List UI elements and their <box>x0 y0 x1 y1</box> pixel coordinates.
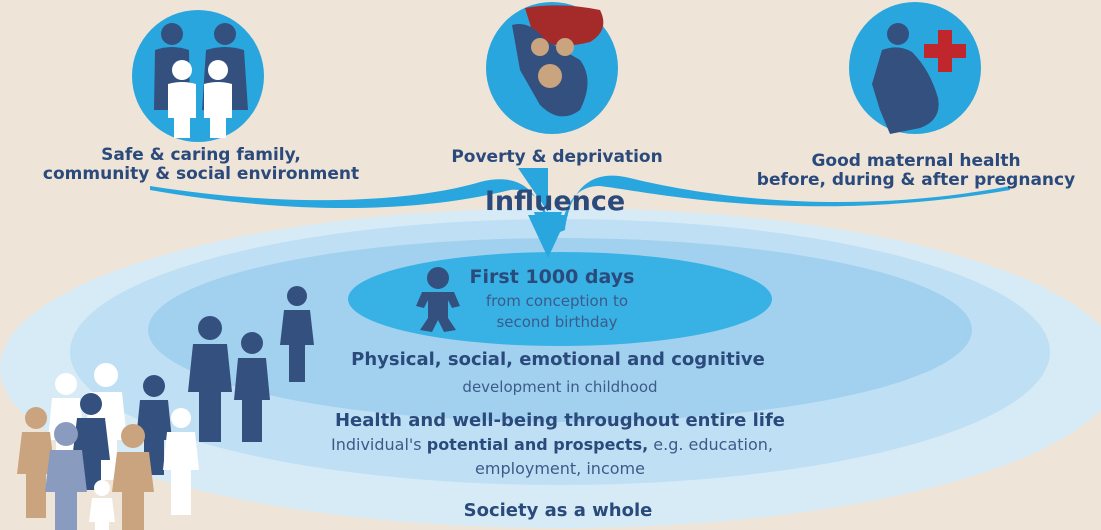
influence-swoosh-left <box>150 179 552 232</box>
childhood-development-sub: development in childhood <box>462 378 658 396</box>
first-1000-days-title: First 1000 days <box>469 266 635 288</box>
prospects-bold: potential and prospects, <box>426 435 649 454</box>
family-label-line2: community & social environment <box>42 164 360 184</box>
prospects-line3: employment, income <box>475 459 645 478</box>
person-figure <box>163 408 199 515</box>
people-figures <box>17 286 314 530</box>
person-figure <box>112 424 154 530</box>
family-label-line1: Safe & caring family, <box>101 145 301 165</box>
person-figure <box>280 286 314 382</box>
influence-arrow-head <box>528 215 568 258</box>
childhood-development-title: Physical, social, emotional and cognitiv… <box>351 349 765 370</box>
poverty-label: Poverty & deprivation <box>451 147 663 167</box>
person-figure <box>17 407 55 518</box>
prospects-suffix: e.g. education, <box>648 435 773 454</box>
pregnant-woman-icon <box>872 23 939 134</box>
person-figure <box>45 422 87 530</box>
baby-icon <box>416 267 460 332</box>
family-icon <box>154 23 248 138</box>
prospects-prefix: Individual's <box>330 435 427 454</box>
person-figure <box>89 480 115 530</box>
person-figure <box>234 332 270 442</box>
influence-label-maternal: Good maternal health before, during & af… <box>738 152 1094 190</box>
hand-coins-icon <box>512 5 604 117</box>
prospects-line: Individual's potential and prospects, e.… <box>262 435 842 454</box>
influence-label-poverty: Poverty & deprivation <box>420 148 694 167</box>
influence-swoosh-right <box>560 175 1010 232</box>
influence-heading: Influence <box>484 186 626 217</box>
maternal-label-line1: Good maternal health <box>811 151 1021 171</box>
red-cross-icon <box>924 30 966 72</box>
lifelong-health-title: Health and well-being throughout entire … <box>334 410 786 431</box>
first-1000-days-line2: second birthday <box>496 313 618 331</box>
maternal-label-line2: before, during & after pregnancy <box>756 170 1076 190</box>
person-figure <box>188 316 232 442</box>
society-title: Society as a whole <box>463 500 653 521</box>
inner-ring <box>348 252 772 346</box>
influence-label-family: Safe & caring family, community & social… <box>20 146 382 184</box>
first-1000-days-line1: from conception to <box>485 292 629 310</box>
